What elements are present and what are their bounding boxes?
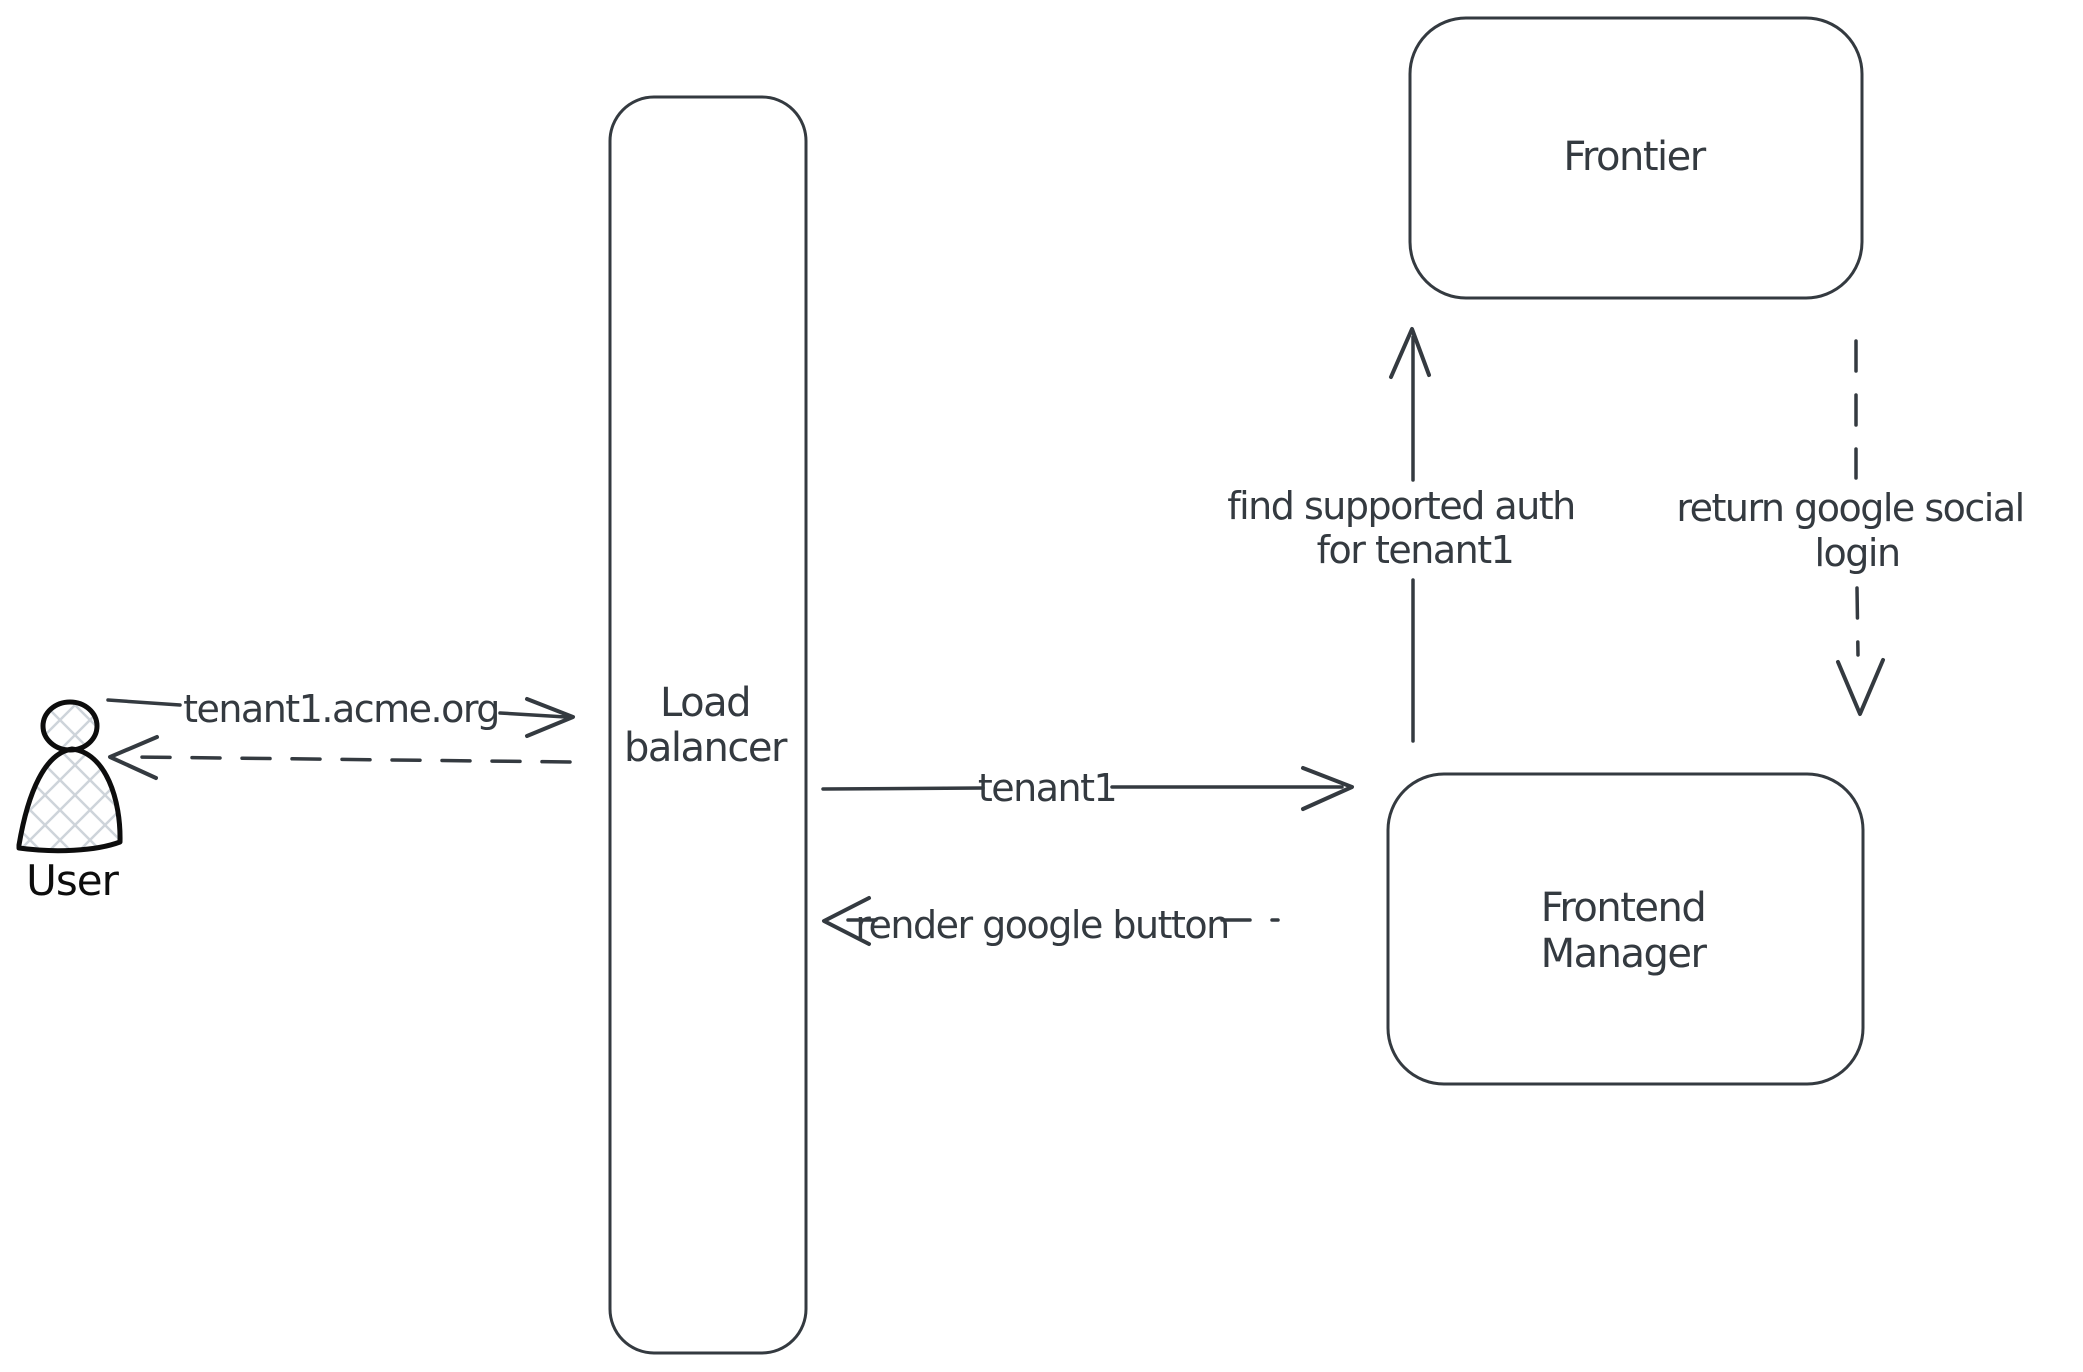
edge-label-tenant1: tenant1 bbox=[978, 766, 1116, 810]
user-node-label: User bbox=[26, 856, 119, 905]
frontier-node[interactable]: Frontier bbox=[1408, 16, 1864, 300]
user-node[interactable]: User bbox=[16, 699, 123, 905]
edge-label-render-google-button: render google button bbox=[855, 903, 1229, 947]
frontend-manager-node[interactable]: Frontend Manager bbox=[1386, 772, 1865, 1086]
load-balancer-node[interactable]: Load balancer bbox=[608, 95, 808, 1355]
edge-label-return-google-social-line1: return google social bbox=[1676, 486, 2023, 530]
edge-fm-to-lb-arrowhead[interactable] bbox=[822, 896, 871, 946]
edge-label-find-supported-auth-line1: find supported auth bbox=[1227, 484, 1575, 528]
edge-user-to-load-balancer-line-right[interactable] bbox=[498, 711, 568, 719]
edge-lb-to-fm-arrowhead[interactable] bbox=[1301, 766, 1354, 811]
edge-lb-to-fm-line-left[interactable] bbox=[821, 786, 985, 791]
edge-frontier-to-fm-line-lower[interactable] bbox=[1855, 586, 1860, 657]
user-head[interactable] bbox=[40, 699, 100, 753]
load-balancer-label-line1: Load bbox=[660, 680, 750, 726]
edge-user-to-load-balancer-arrowhead[interactable] bbox=[525, 697, 575, 738]
user-body[interactable] bbox=[16, 746, 123, 854]
edge-fm-to-frontier-arrowhead[interactable] bbox=[1389, 327, 1431, 379]
edge-load-balancer-to-user-arrowhead[interactable] bbox=[108, 735, 159, 780]
load-balancer-label-line2: balancer bbox=[624, 725, 788, 771]
edge-frontend-manager-to-load-balancer[interactable]: render google button bbox=[822, 896, 1280, 947]
frontier-label: Frontier bbox=[1563, 134, 1706, 180]
frontend-manager-box[interactable] bbox=[1386, 772, 1865, 1086]
frontier-box[interactable] bbox=[1408, 16, 1864, 300]
edge-frontier-to-frontend-manager[interactable]: return google social login bbox=[1676, 339, 2025, 716]
edge-label-return-google-social-line2: login bbox=[1814, 531, 1899, 575]
load-balancer-box[interactable] bbox=[608, 95, 808, 1355]
edge-frontier-to-fm-arrowhead[interactable] bbox=[1836, 658, 1885, 716]
edge-frontend-manager-to-frontier[interactable]: find supported auth for tenant1 bbox=[1227, 327, 1576, 743]
edge-user-to-load-balancer-line-left[interactable] bbox=[106, 698, 182, 707]
edge-user-to-load-balancer[interactable]: tenant1.acme.org bbox=[106, 687, 575, 738]
edge-label-tenant1-acme-org: tenant1.acme.org bbox=[183, 687, 499, 731]
edge-load-balancer-to-user-line[interactable] bbox=[132, 755, 572, 764]
edge-load-balancer-to-frontend-manager[interactable]: tenant1 bbox=[821, 766, 1354, 811]
edge-label-find-supported-auth-line2: for tenant1 bbox=[1317, 528, 1514, 572]
frontend-manager-label-line2: Manager bbox=[1541, 931, 1708, 977]
edge-load-balancer-to-user[interactable] bbox=[108, 735, 572, 780]
frontend-manager-label-line1: Frontend bbox=[1541, 885, 1706, 931]
